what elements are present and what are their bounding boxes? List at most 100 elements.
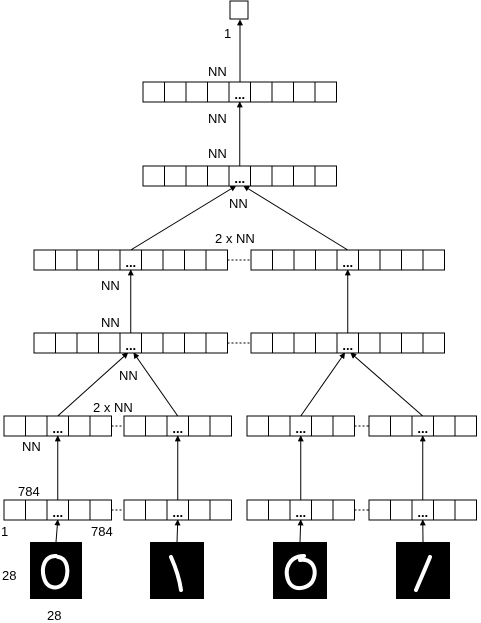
layer-cell bbox=[433, 415, 456, 437]
layer-cell bbox=[55, 249, 78, 271]
two-nn-label-upper: 2 x NN bbox=[215, 231, 255, 246]
layer-cell bbox=[185, 81, 208, 103]
layer-cell bbox=[293, 165, 316, 187]
layer-cell bbox=[184, 249, 207, 271]
layer-cell bbox=[68, 415, 91, 437]
layer-cell bbox=[162, 332, 185, 354]
ellipsis-mark: ... bbox=[342, 255, 353, 270]
layer-cell bbox=[433, 499, 456, 521]
ellipsis-mark: ... bbox=[234, 87, 245, 102]
dim-label-784-top: 784 bbox=[18, 484, 40, 499]
image-height-label: 28 bbox=[2, 568, 16, 583]
layer-cell bbox=[332, 499, 355, 521]
layer-cell bbox=[293, 249, 316, 271]
layer-cell bbox=[55, 332, 78, 354]
arrow-low-1-to-mid bbox=[57, 352, 129, 417]
layer-cell bbox=[314, 165, 337, 187]
layer-cell bbox=[332, 415, 355, 437]
ellipsis-mark: ... bbox=[172, 505, 183, 520]
layer-cell bbox=[209, 415, 232, 437]
ellipsis-mark: ... bbox=[125, 255, 136, 270]
two-nn-label-lower: 2 x NN bbox=[93, 400, 133, 415]
nn-label-mid-3: NN bbox=[119, 368, 138, 383]
layer-cell bbox=[141, 249, 164, 271]
image-width-label: 28 bbox=[47, 608, 61, 623]
layer-input-2: ... bbox=[123, 499, 232, 521]
layer-cell bbox=[76, 249, 99, 271]
layer-cell bbox=[454, 499, 477, 521]
layer-cell bbox=[164, 165, 187, 187]
layer-input-3: ... bbox=[246, 499, 355, 521]
layer-rows: ........................................… bbox=[3, 81, 477, 521]
dim-label-784-right: 784 bbox=[91, 524, 113, 539]
layer-cell bbox=[25, 415, 48, 437]
layer-cell bbox=[145, 415, 168, 437]
layer-cell bbox=[293, 332, 316, 354]
ellipsis-mark: ... bbox=[52, 505, 63, 520]
layer-low-1: ... bbox=[3, 415, 112, 437]
layer-cell bbox=[268, 415, 291, 437]
arrow-low-2-to-mid bbox=[133, 352, 179, 417]
ellipsis-mark: ... bbox=[342, 338, 353, 353]
layer-cell bbox=[188, 415, 211, 437]
layer-cell bbox=[379, 249, 402, 271]
layer-cell bbox=[98, 249, 121, 271]
layer-cell bbox=[250, 81, 273, 103]
layer-cell bbox=[209, 499, 232, 521]
digit-image-1 bbox=[150, 542, 204, 599]
layer-cell bbox=[422, 249, 445, 271]
nn-label-top-4: NN bbox=[229, 196, 248, 211]
layer-cell bbox=[268, 499, 291, 521]
digit-image-2 bbox=[273, 542, 327, 599]
layer-cell bbox=[246, 499, 269, 521]
output-node bbox=[229, 0, 249, 20]
arrow-image-2-to-input bbox=[297, 519, 304, 543]
layer-cell bbox=[141, 332, 164, 354]
nn-label-mid-2: NN bbox=[101, 315, 120, 330]
ellipsis-mark: ... bbox=[234, 171, 245, 186]
layer-cell bbox=[3, 499, 26, 521]
layer-cell bbox=[164, 81, 187, 103]
layer-cell bbox=[205, 332, 228, 354]
layer-cell bbox=[142, 81, 165, 103]
layer-top-2: ... bbox=[142, 165, 337, 187]
layer-input-4: ... bbox=[368, 499, 477, 521]
layer-cell bbox=[315, 332, 338, 354]
layer-cell bbox=[68, 499, 91, 521]
layer-cell bbox=[185, 165, 208, 187]
layer-cell bbox=[358, 332, 381, 354]
ellipsis-mark: ... bbox=[125, 338, 136, 353]
ellipsis-mark: ... bbox=[295, 505, 306, 520]
digit-image-0 bbox=[30, 542, 82, 599]
output-size-label: 1 bbox=[224, 26, 231, 41]
digit-image-3 bbox=[396, 542, 450, 599]
layer-cell bbox=[311, 499, 334, 521]
nn-label-bottom: NN bbox=[22, 439, 41, 454]
layer-low-4: ... bbox=[368, 415, 477, 437]
layer-cell bbox=[188, 499, 211, 521]
layer-input-1: ... bbox=[3, 499, 112, 521]
layer-cell bbox=[250, 332, 273, 354]
nn-label-top-3: NN bbox=[208, 146, 227, 161]
layer-cell bbox=[314, 81, 337, 103]
layer-cell bbox=[401, 249, 424, 271]
layer-cell bbox=[205, 249, 228, 271]
layer-mid-right: ... bbox=[250, 332, 445, 354]
layer-cell bbox=[390, 415, 413, 437]
arrow-low-3-to-mid bbox=[300, 352, 346, 417]
layer-cell bbox=[358, 249, 381, 271]
layer-cell bbox=[207, 81, 230, 103]
layer-cell bbox=[246, 415, 269, 437]
arrow-image-1-to-input bbox=[174, 519, 181, 543]
layer-cell bbox=[123, 415, 146, 437]
layer-upper-left: ... bbox=[33, 249, 228, 271]
layer-cell bbox=[368, 415, 391, 437]
connection-arrows bbox=[54, 101, 426, 543]
layer-upper-right: ... bbox=[250, 249, 445, 271]
arrow-upper-left-to-top-2 bbox=[130, 185, 237, 251]
ellipsis-mark: ... bbox=[417, 421, 428, 436]
arrow-image-0-to-input bbox=[54, 519, 61, 543]
layer-cell bbox=[33, 249, 56, 271]
layer-cell bbox=[89, 499, 112, 521]
layer-cell bbox=[25, 499, 48, 521]
